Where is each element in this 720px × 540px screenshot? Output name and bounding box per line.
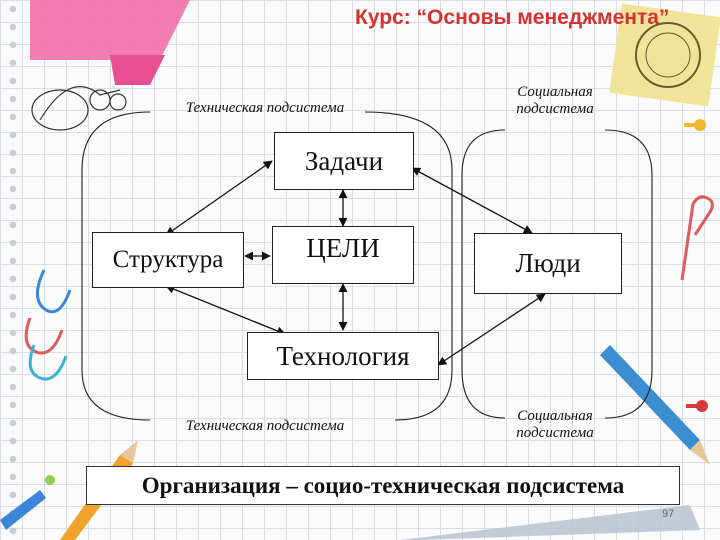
social-subsystem-label-line1: Социальная <box>517 84 593 100</box>
ruler-icon <box>400 505 700 540</box>
pencil-icon <box>0 490 46 530</box>
arrow-tasks-people <box>411 167 533 234</box>
page-number: 97 <box>662 508 675 520</box>
seal-icon <box>609 3 720 107</box>
pushpin-icon <box>45 475 55 485</box>
paperclip-icon <box>24 195 714 381</box>
node-goals: ЦЕЛИ <box>272 226 414 284</box>
node-structure: Структура <box>92 232 244 288</box>
arrow-tasks-structure <box>165 160 273 236</box>
organization-statement: Организация – социо-техническая подсисте… <box>86 466 680 505</box>
pencil-icon <box>600 345 710 465</box>
social-subsystem-label-bottom: Социальная подсистема <box>490 408 620 442</box>
arrow-technology-people <box>437 293 546 366</box>
social-subsystem-label-top: Социальная подсистема <box>490 84 620 118</box>
social-subsystem-boundary <box>461 129 506 419</box>
highlighter-icon <box>30 0 190 85</box>
technical-subsystem-label-bottom: Техническая подсистема <box>185 418 345 434</box>
node-technology: Технология <box>247 332 439 380</box>
node-people: Люди <box>474 233 622 294</box>
notebook-binding-holes <box>6 0 20 540</box>
social-subsystem-label-line2: подсистема <box>516 425 594 441</box>
technical-subsystem-boundary <box>81 111 151 421</box>
arrow-structure-technology <box>165 284 286 336</box>
pushpin-icon <box>686 400 708 412</box>
chariot-sketch-icon <box>31 86 127 131</box>
technical-subsystem-label-top: Техническая подсистема <box>185 100 345 116</box>
pushpin-icon <box>684 119 706 131</box>
node-tasks: Задачи <box>274 132 414 190</box>
course-title: Курс: “Основы менеджмента” <box>355 6 670 29</box>
social-subsystem-label-line1: Социальная <box>517 408 593 424</box>
social-subsystem-label-line2: подсистема <box>516 101 594 117</box>
